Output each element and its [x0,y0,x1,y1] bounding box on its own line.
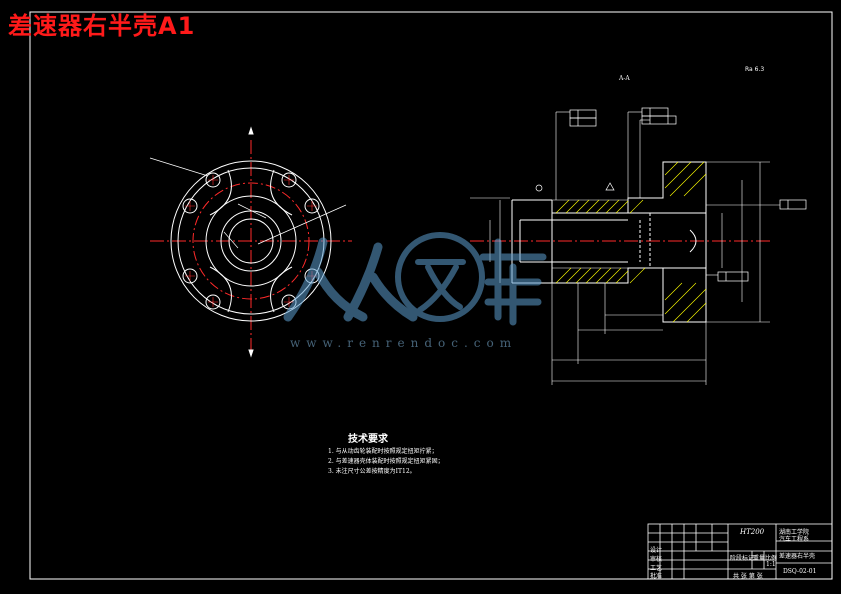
technical-requirement-item: 2. 与差速器壳体装配时按照规定扭矩紧固； [328,458,444,465]
drawing-title: 差速器右半壳A1 [8,12,196,40]
title-block-drawing-no: DSQ-02-01 [783,568,817,575]
title-block-designer-label: 设计 [650,547,663,554]
title-block-material: HT200 [740,528,765,536]
title-block-process-label: 工艺 [650,565,663,572]
roughness-mark: Ra 6.3 [745,66,765,73]
title-block-sheet: 共 张 第 张 [733,573,763,580]
title-block-scale: 1:1 [766,561,776,568]
section-view [470,107,807,385]
watermark-text: www.renrendoc.com [290,336,518,350]
title-block-checker-label: 审核 [650,556,663,563]
technical-requirement-item: 3. 未注尺寸公差按精度为IT12。 [328,468,416,475]
technical-requirement-item: 1. 与从动齿轮装配时按照规定扭矩拧紧； [328,448,438,455]
technical-requirements-heading: 技术要求 [348,434,388,445]
title-block-part-name: 差速器右半壳 [779,553,816,560]
title-block-frame [647,523,833,580]
title-block-approve-label: 批准 [650,573,663,580]
end-view [149,126,352,358]
title-block-weight-label: 重量 [753,555,766,562]
technical-requirements-list: 1. 与从动齿轮装配时按照规定扭矩拧紧； 2. 与差速器壳体装配时按照规定扭矩紧… [328,447,444,477]
title-block-school-line2: 汽车工程系 [779,536,810,543]
title-block-scale-label: 比例 [765,555,778,562]
section-label: A-A [619,75,630,82]
drawing-border [29,11,833,580]
title-block-stage-label: 阶段标记 [730,555,755,562]
title-block-school-line1: 湖南工学院 [779,529,810,536]
